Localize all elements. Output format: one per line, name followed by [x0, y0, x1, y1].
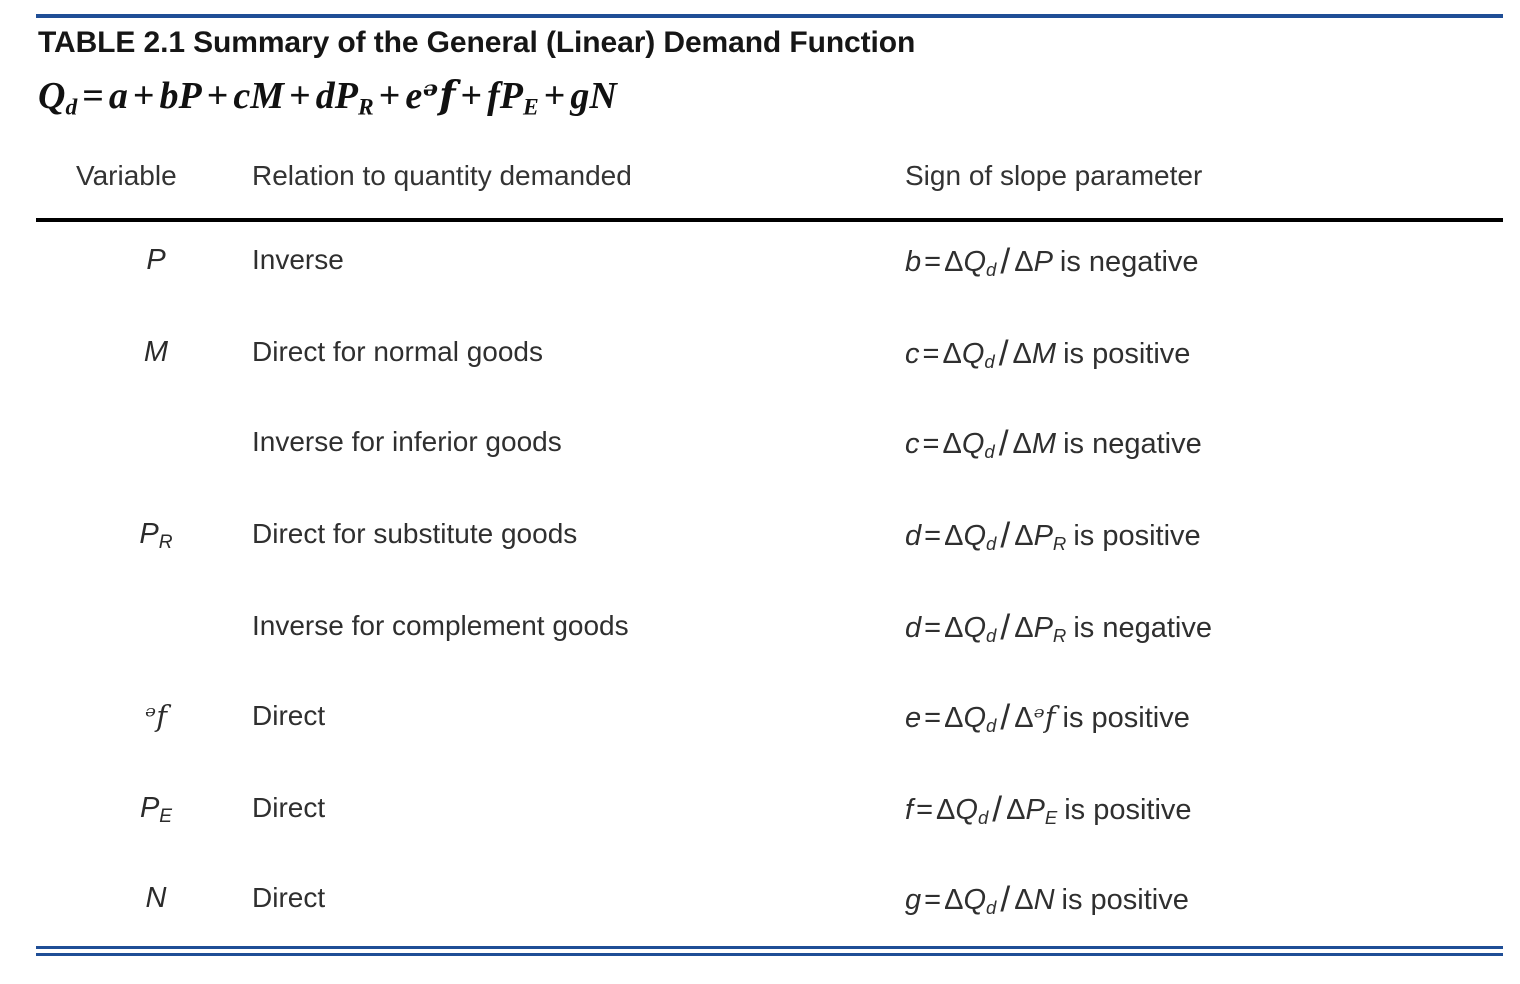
formula-plus: +: [460, 75, 483, 117]
formula-term: bP: [159, 75, 202, 117]
formula-equals: =: [82, 75, 104, 117]
cell-relation: Direct: [252, 792, 326, 823]
slope-parameter: d: [905, 520, 922, 552]
formula-term: fPE: [487, 75, 539, 121]
formula-term: a: [108, 75, 128, 117]
formula-plus: +: [289, 75, 311, 117]
formula-plus: +: [132, 75, 155, 117]
formula-term: cM: [233, 75, 285, 117]
formula-term: gN: [570, 75, 617, 117]
slope-parameter: e: [905, 702, 922, 734]
cell-relation: Inverse for inferior goods: [252, 426, 562, 457]
cell-relation: Direct: [252, 882, 326, 913]
formula-lhs: Qd: [38, 75, 78, 121]
table-caption: TABLE 2.1 Summary of the General (Linear…: [38, 26, 916, 59]
cell-relation: Inverse: [252, 244, 344, 275]
formula-term: dPR: [315, 75, 374, 121]
bottom-rule-inner: [36, 953, 1503, 956]
top-rule: [36, 14, 1503, 18]
column-header-relation: Relation to quantity demanded: [252, 160, 632, 191]
slope-parameter: g: [905, 884, 922, 916]
demand-function-formula: Qd=a+bP+cM+dPR+eᵊf+fPE+gN: [38, 72, 617, 122]
column-header-sign: Sign of slope parameter: [905, 160, 1203, 191]
slope-parameter: c: [905, 338, 920, 370]
formula-plus: +: [206, 75, 229, 117]
formula-plus: +: [378, 75, 401, 117]
formula-plus: +: [543, 75, 566, 117]
cell-variable: PE: [139, 792, 173, 827]
cell-variable: PR: [139, 518, 173, 553]
header-rule: [36, 218, 1503, 222]
cell-variable: M: [143, 336, 169, 368]
cell-variable: ᵊf: [145, 699, 167, 733]
cell-variable: N: [145, 882, 167, 914]
cell-variable: P: [146, 244, 166, 276]
formula-term: eᵊf: [405, 72, 456, 117]
slope-parameter: c: [905, 428, 920, 460]
cell-relation: Direct for substitute goods: [252, 518, 578, 549]
column-header-variable: Variable: [76, 160, 177, 191]
slope-parameter: d: [905, 612, 922, 644]
slope-parameter: b: [905, 246, 922, 278]
slope-parameter: f: [905, 794, 914, 826]
cell-relation: Direct: [252, 700, 326, 731]
cell-relation: Inverse for complement goods: [252, 610, 629, 641]
cell-relation: Direct for normal goods: [252, 336, 544, 367]
bottom-rule-outer: [36, 946, 1503, 949]
